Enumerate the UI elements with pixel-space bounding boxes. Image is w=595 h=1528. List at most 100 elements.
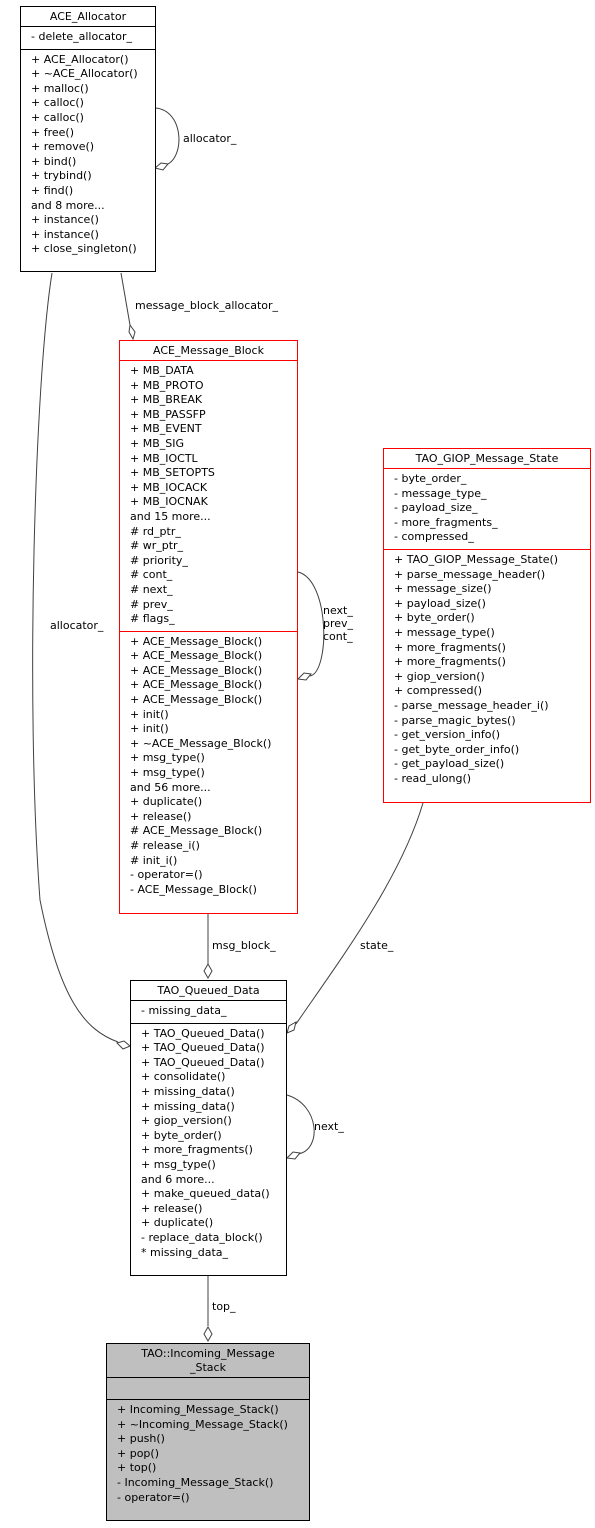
member-item: + bind() (31, 154, 77, 168)
member-item: and 56 more... (130, 780, 211, 794)
member-item: + make_queued_data() (141, 1187, 270, 1201)
member-item: + Incoming_Message_Stack() (117, 1403, 279, 1416)
edge-label-top: top_ (212, 1300, 236, 1313)
member-item: + missing_data() (141, 1084, 235, 1098)
member-item: * missing_data_ (141, 1245, 229, 1259)
edge-message-block-self (297, 571, 325, 677)
member-item: + missing_data() (141, 1099, 235, 1113)
attributes-section (107, 1377, 309, 1399)
member-item: - payload_size_ (394, 501, 478, 515)
class-incoming-message-stack[interactable]: TAO::Incoming_Message _Stack + Incoming_… (106, 1343, 310, 1521)
member-item: + ACE_Message_Block() (130, 663, 263, 677)
member-item: + calloc() (31, 96, 84, 110)
member-item: - get_version_info() (394, 728, 501, 742)
edge-allocator-self-diamond (153, 162, 169, 171)
class-tao-queued-data[interactable]: TAO_Queued_Data - missing_data_ + TAO_Qu… (130, 980, 287, 1276)
member-item: + payload_size() (394, 596, 486, 610)
member-item: + MB_PASSFP (130, 407, 206, 421)
member-item: + MB_SIG (130, 436, 185, 450)
member-item: + ~ACE_Message_Block() (130, 736, 272, 750)
methods-section: + Incoming_Message_Stack()+ ~Incoming_Me… (107, 1399, 309, 1509)
class-title: ACE_Message_Block (153, 344, 264, 357)
methods-section: + ACE_Allocator()+ ~ACE_Allocator()+ mal… (21, 48, 155, 261)
member-item: # priority_ (130, 553, 188, 567)
attributes-section: + MB_DATA+ MB_PROTO+ MB_BREAK+ MB_PASSFP… (120, 360, 297, 631)
methods-section: + TAO_GIOP_Message_State()+ parse_messag… (384, 548, 590, 791)
member-item: + TAO_Queued_Data() (141, 1041, 265, 1055)
member-item: + message_size() (394, 582, 492, 596)
member-item: + instance() (31, 227, 99, 241)
member-item: + byte_order() (141, 1128, 222, 1142)
member-item: - operator=() (117, 1490, 190, 1504)
member-item: + MB_DATA (130, 364, 194, 377)
class-title: ACE_Allocator (49, 10, 127, 23)
member-item: + TAO_Queued_Data() (141, 1026, 265, 1040)
member-item: # init_i() (130, 853, 178, 867)
edge-allocator-self (154, 107, 180, 166)
member-item: + release() (130, 809, 192, 823)
member-item: + MB_EVENT (130, 422, 202, 436)
member-item: - ACE_Message_Block() (130, 882, 257, 896)
attributes-section: - delete_allocator_ (21, 26, 155, 49)
edge-queued-self (286, 1094, 315, 1155)
edge-message-block-allocator (120, 272, 131, 326)
member-item: - compressed_ (394, 530, 474, 544)
member-item: and 8 more... (31, 198, 105, 212)
member-item: - parse_magic_bytes() (394, 713, 516, 727)
class-title: TAO::Incoming_Message _Stack (141, 1347, 275, 1374)
class-ace-message-block[interactable]: ACE_Message_Block + MB_DATA+ MB_PROTO+ M… (119, 340, 298, 914)
edge-message-block-self-diamond (296, 672, 312, 681)
member-item: + consolidate() (141, 1070, 226, 1084)
member-item: + TAO_Queued_Data() (141, 1055, 265, 1069)
edge-label-message-block-self: next_ prev_ cont_ (323, 604, 354, 643)
member-item: - delete_allocator_ (31, 30, 133, 43)
methods-section: + TAO_Queued_Data()+ TAO_Queued_Data()+ … (131, 1022, 286, 1265)
edge-top-diamond (203, 1325, 213, 1343)
member-item: + more_fragments() (394, 655, 506, 669)
member-item: + msg_type() (130, 766, 205, 780)
member-item: + ~ACE_Allocator() (31, 67, 138, 81)
edge-message-block-allocator-diamond (128, 323, 136, 341)
member-item: + ~Incoming_Message_Stack() (117, 1417, 288, 1431)
member-item: # rd_ptr_ (130, 524, 181, 538)
member-item: and 6 more... (141, 1172, 215, 1186)
member-item: + ACE_Allocator() (31, 52, 129, 66)
member-item: - message_type_ (394, 486, 487, 500)
edge-label-message-block-allocator: message_block_allocator_ (135, 299, 279, 312)
member-item: + ACE_Message_Block() (130, 634, 263, 648)
member-item: - byte_order_ (394, 472, 467, 485)
member-item: + giop_version() (394, 669, 485, 683)
member-item: + parse_message_header() (394, 567, 546, 581)
class-ace-allocator[interactable]: ACE_Allocator - delete_allocator_ + ACE_… (20, 6, 156, 272)
methods-section: + ACE_Message_Block() + ACE_Message_Block… (120, 630, 297, 902)
member-item: + top() (117, 1461, 157, 1475)
member-item: + msg_type() (141, 1157, 216, 1171)
member-item: + find() (31, 183, 74, 197)
edge-label-allocator: allocator_ (50, 619, 104, 632)
member-item: - Incoming_Message_Stack() (117, 1475, 274, 1489)
member-item: - get_payload_size() (394, 757, 505, 771)
member-item: + MB_PROTO (130, 378, 204, 392)
edge-queued-self-diamond (285, 1151, 301, 1160)
class-title: TAO_GIOP_Message_State (415, 452, 559, 465)
member-item: # cont_ (130, 568, 173, 582)
member-item: + init() (130, 722, 169, 736)
member-item: + malloc() (31, 81, 89, 95)
member-item: - replace_data_block() (141, 1230, 263, 1244)
member-item: + trybind() (31, 169, 92, 183)
member-item: + TAO_GIOP_Message_State() (394, 552, 559, 566)
class-tao-giop-message-state[interactable]: TAO_GIOP_Message_State - byte_order_- me… (383, 448, 591, 803)
member-item: + free() (31, 125, 74, 139)
member-item: + MB_SETOPTS (130, 466, 215, 480)
attributes-section: - byte_order_- message_type_- payload_si… (384, 468, 590, 549)
member-item: + calloc() (31, 110, 84, 124)
member-item: + msg_type() (130, 751, 205, 765)
member-item: - get_byte_order_info() (394, 742, 520, 756)
member-item: - missing_data_ (141, 1004, 227, 1017)
edge-state-diamond (286, 1020, 297, 1034)
member-item: + MB_IOCACK (130, 480, 208, 494)
edge-label-state: state_ (360, 939, 394, 952)
member-item: + duplicate() (130, 795, 203, 809)
member-item: # release_i() (130, 839, 200, 852)
